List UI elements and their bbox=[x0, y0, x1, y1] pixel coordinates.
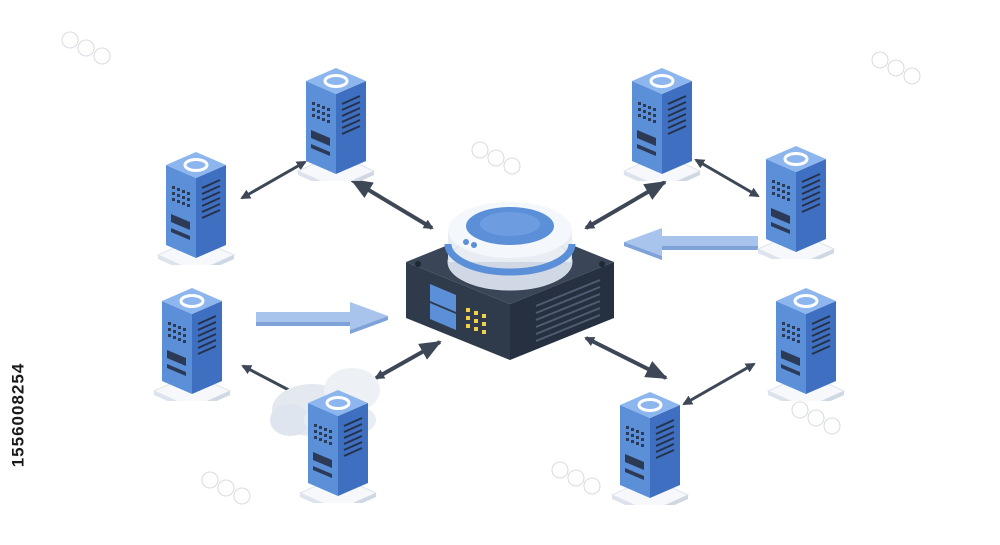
server-icon-right-upper bbox=[756, 144, 836, 259]
server-icon-top-left bbox=[156, 150, 236, 265]
server-icon-right-lower bbox=[766, 286, 846, 401]
arrow-hub-to-top-right bbox=[584, 180, 667, 230]
server-icon-bottom-left bbox=[298, 388, 378, 503]
server-icon-left-middle bbox=[152, 286, 232, 401]
server-icon-bottom-right bbox=[610, 390, 690, 505]
stock-id-text: 1556008254 bbox=[8, 362, 28, 468]
watermark-pattern bbox=[61, 31, 921, 505]
stock-id-label: 1556008254 bbox=[4, 300, 32, 530]
arrow-top-right-to-right-upper bbox=[694, 158, 760, 198]
arrow-hub-to-bottom-right bbox=[584, 336, 668, 380]
arrow-top-left-to-top-center bbox=[240, 160, 307, 200]
arrow-bottom-right-to-right-lower bbox=[682, 362, 756, 406]
flow-arrow-left bbox=[624, 228, 758, 260]
arrow-hub-to-bottom-left bbox=[374, 340, 442, 380]
flow-arrow-right bbox=[256, 302, 388, 334]
server-icon-top-center bbox=[296, 66, 376, 181]
server-icon-top-right bbox=[622, 66, 702, 181]
arrow-hub-to-top-center bbox=[350, 178, 434, 230]
database-hub-icon bbox=[406, 202, 614, 360]
